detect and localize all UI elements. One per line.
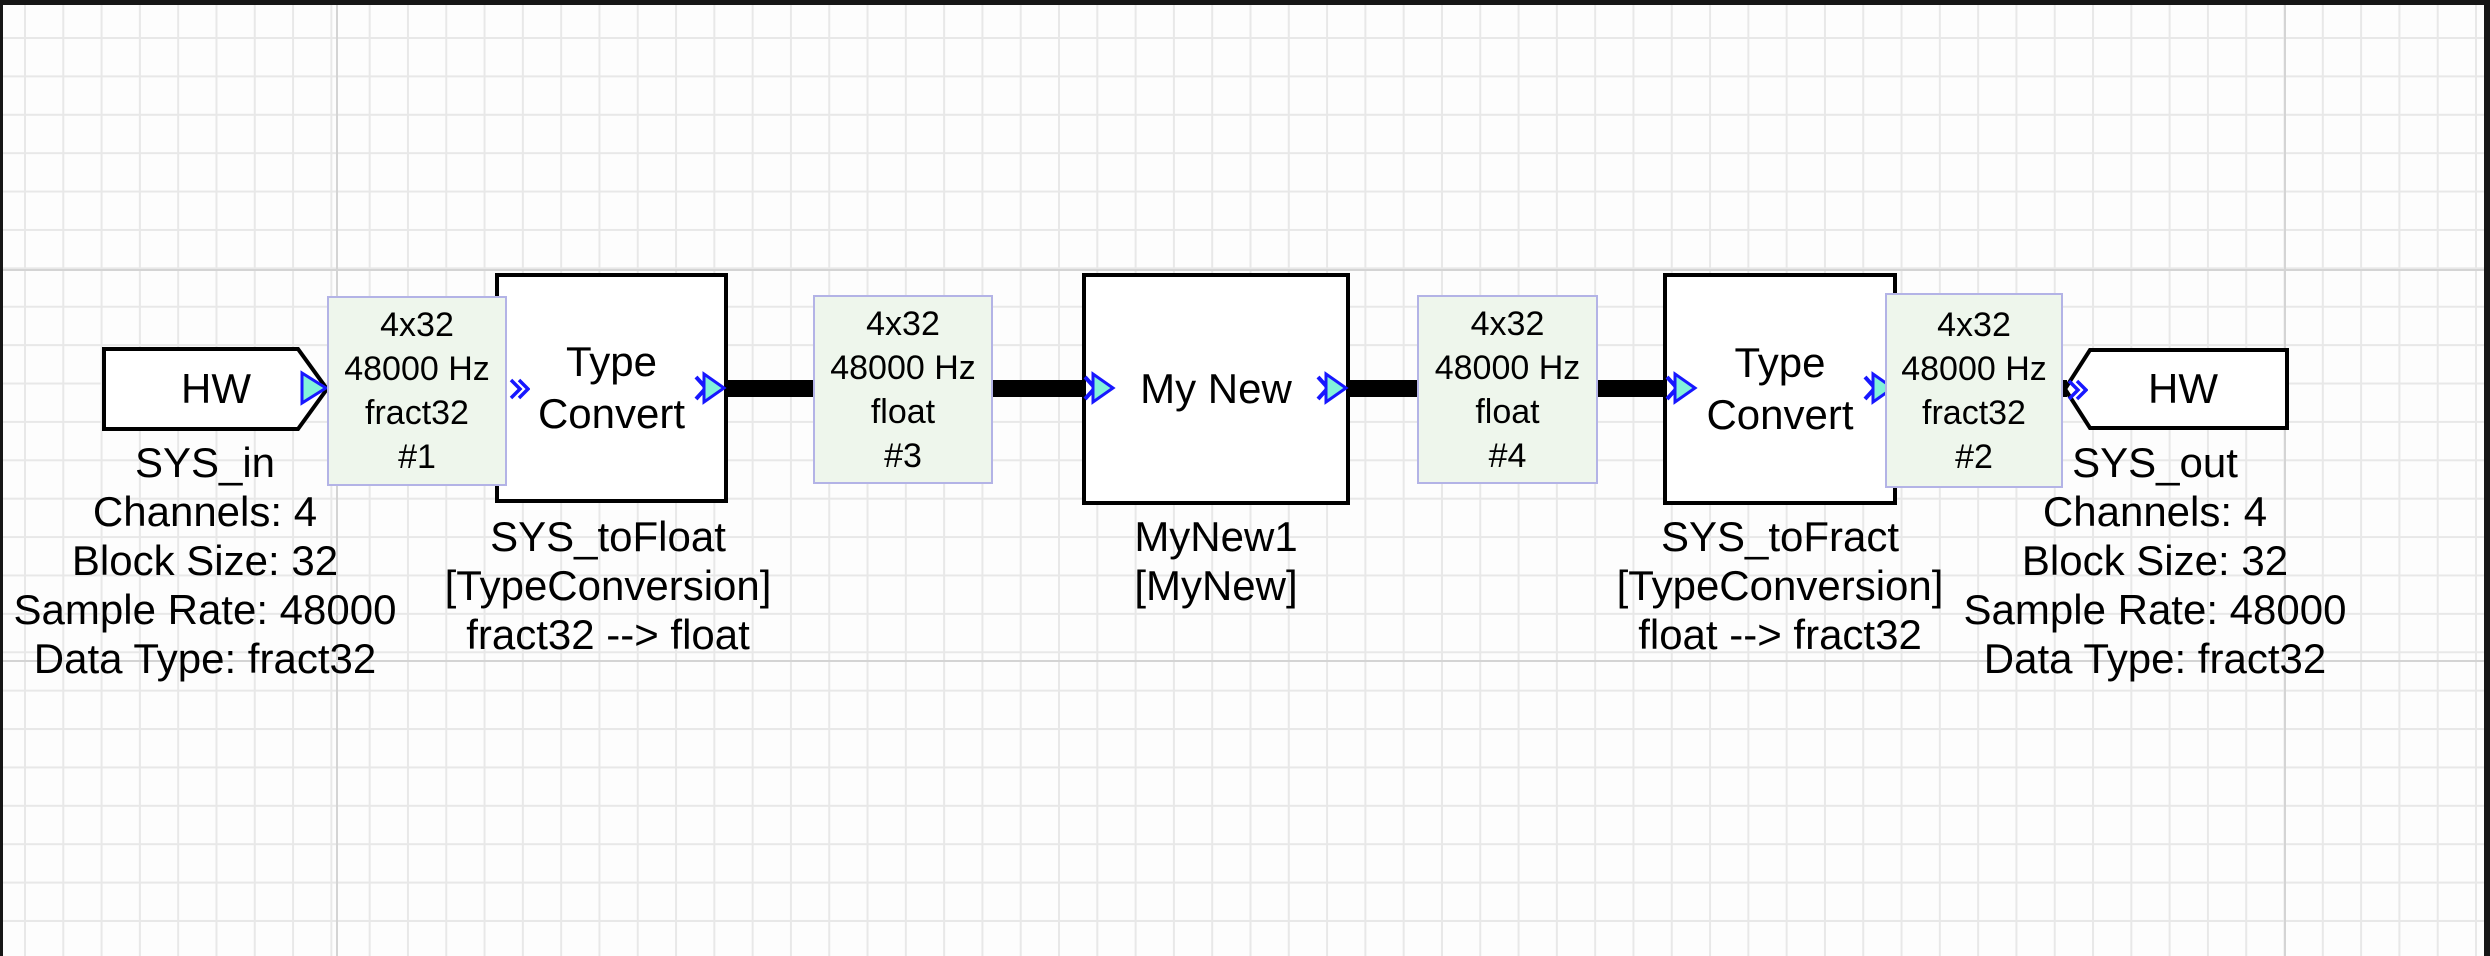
wire-label-line: 48000 Hz <box>344 350 490 388</box>
caption-line: Data Type: fract32 <box>1983 635 2327 682</box>
block-mynew1[interactable]: My New <box>1082 273 1350 505</box>
block-sys-tofract[interactable]: Type Convert <box>1663 273 1897 505</box>
canvas-top-border <box>0 0 2490 5</box>
caption-line: Sample Rate: 48000 <box>13 586 397 633</box>
wire-label-4[interactable]: 4x32 48000 Hz float #4 <box>1417 295 1598 484</box>
mynew-input-pin-icon[interactable] <box>1082 369 1116 407</box>
wire-label-3[interactable]: 4x32 48000 Hz float #3 <box>813 295 993 484</box>
caption-line: SYS_out <box>2072 439 2238 486</box>
wire-label-line: 4x32 <box>866 304 940 343</box>
block-caption-mynew1: MyNew1 [MyNew] <box>1016 512 1416 610</box>
wire-label-line: float <box>870 392 936 431</box>
caption-line: [MyNew] <box>1134 562 1298 609</box>
hw-input-shape <box>102 347 330 431</box>
caption-line: [TypeConversion] <box>1616 562 1944 609</box>
caption-line: SYS_in <box>134 439 276 486</box>
block-label: Type Convert <box>537 338 686 437</box>
block-sys-out[interactable]: HW <box>2063 348 2289 430</box>
wire-label-line: fract32 <box>1922 393 2026 432</box>
wire-label-line: 4x32 <box>1937 305 2011 344</box>
wire-label-line: 4x32 <box>1470 304 1545 343</box>
block-caption-sys-tofract: SYS_toFract [TypeConversion] float --> f… <box>1580 512 1980 659</box>
wire-label-line: #1 <box>398 438 436 476</box>
canvas-left-border <box>0 0 3 956</box>
block-label: HW <box>181 365 251 412</box>
caption-line: Block Size: 32 <box>71 537 339 584</box>
canvas-right-border <box>2484 0 2490 956</box>
caption-line: Data Type: fract32 <box>33 635 377 682</box>
block-label: HW <box>2148 365 2218 412</box>
wire-label-line: 48000 Hz <box>830 348 976 387</box>
caption-line: float --> fract32 <box>1638 611 1922 658</box>
grid-major-line-horizontal <box>0 269 2490 271</box>
caption-line: Block Size: 32 <box>2021 537 2289 584</box>
typeconvert1-input-pin-icon[interactable] <box>508 376 530 402</box>
block-label: My New <box>1140 365 1292 412</box>
wire-label-line: #2 <box>1955 437 1993 476</box>
sys-out-input-pin-icon[interactable] <box>2066 377 2088 403</box>
typeconvert1-output-pin-icon[interactable] <box>693 369 727 407</box>
caption-line: Channels: 4 <box>92 488 318 535</box>
caption-line: SYS_toFloat <box>490 513 726 560</box>
caption-line: fract32 --> float <box>466 611 750 658</box>
wire-label-1[interactable]: 4x32 48000 Hz fract32 #1 <box>327 296 507 486</box>
wire-label-line: 48000 Hz <box>1901 349 2047 388</box>
typeconvert2-output-pin-icon[interactable] <box>1862 369 1896 407</box>
block-caption-sys-out: SYS_out Channels: 4 Block Size: 32 Sampl… <box>1950 438 2360 683</box>
mynew-output-pin-icon[interactable] <box>1315 369 1349 407</box>
wire-label-line: 4x32 <box>380 306 454 344</box>
wire-label-line: float <box>1475 392 1540 431</box>
wire-label-2[interactable]: 4x32 48000 Hz fract32 #2 <box>1885 293 2063 488</box>
block-caption-sys-in: SYS_in Channels: 4 Block Size: 32 Sample… <box>5 438 405 683</box>
grid-major-line-horizontal <box>0 660 2490 662</box>
caption-line: Sample Rate: 48000 <box>1963 586 2347 633</box>
caption-line: SYS_toFract <box>1660 513 1900 560</box>
grid-major-line-vertical <box>2284 0 2286 956</box>
sys-in-output-pin-icon[interactable] <box>299 369 329 407</box>
wire-label-line: fract32 <box>365 394 469 432</box>
wire-label-line: #3 <box>884 436 922 475</box>
wire-label-line: #4 <box>1488 436 1527 475</box>
caption-line: Channels: 4 <box>2042 488 2268 535</box>
typeconvert2-input-pin-icon[interactable] <box>1664 369 1698 407</box>
block-label: Type Convert <box>1706 339 1854 438</box>
block-caption-sys-tofloat: SYS_toFloat [TypeConversion] fract32 -->… <box>408 512 808 659</box>
block-sys-in[interactable]: HW <box>102 347 330 431</box>
caption-line: MyNew1 <box>1134 513 1298 560</box>
wire-label-line: 48000 Hz <box>1434 348 1581 387</box>
caption-line: [TypeConversion] <box>444 562 772 609</box>
